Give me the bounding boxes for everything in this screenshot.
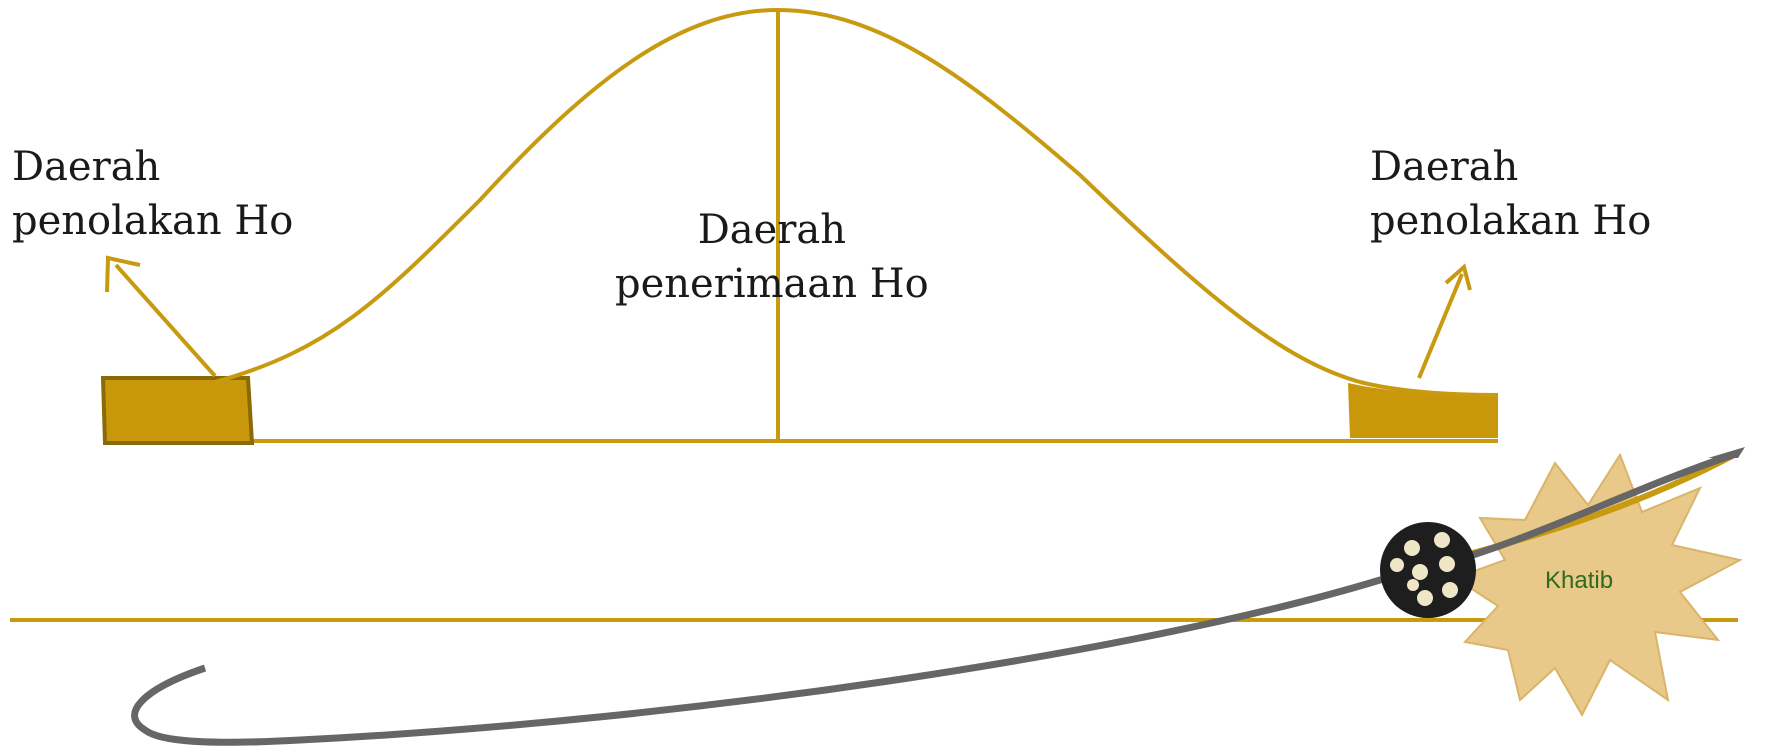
badge-text: Khatib — [1545, 567, 1614, 594]
right-arrow — [1417, 273, 1464, 379]
right-arrowhead — [1444, 263, 1472, 291]
grey-swoosh — [131, 449, 1740, 746]
right-label-line1: Daerah — [1370, 144, 1519, 190]
right-label-line2: penolakan Ho — [1370, 198, 1652, 244]
left-arrow — [114, 263, 217, 378]
left-rejection-region — [100, 376, 255, 445]
left-arrowhead — [105, 255, 141, 293]
center-label-line2: penerimaan Ho — [615, 261, 929, 307]
normal-curve — [214, 7, 1499, 397]
swoosh-tip — [1708, 447, 1745, 458]
left-label-line1: Daerah — [12, 144, 161, 190]
left-label-line2: penolakan Ho — [12, 198, 294, 244]
right-rejection-label: Daerah penolakan Ho — [1370, 140, 1651, 248]
right-rejection-region — [1348, 383, 1498, 438]
center-label-line1: Daerah — [697, 207, 847, 253]
acceptance-label: Daerah penerimaan Ho — [615, 203, 929, 311]
left-rejection-label: Daerah penolakan Ho — [12, 140, 293, 248]
ball-icon — [1380, 522, 1476, 618]
